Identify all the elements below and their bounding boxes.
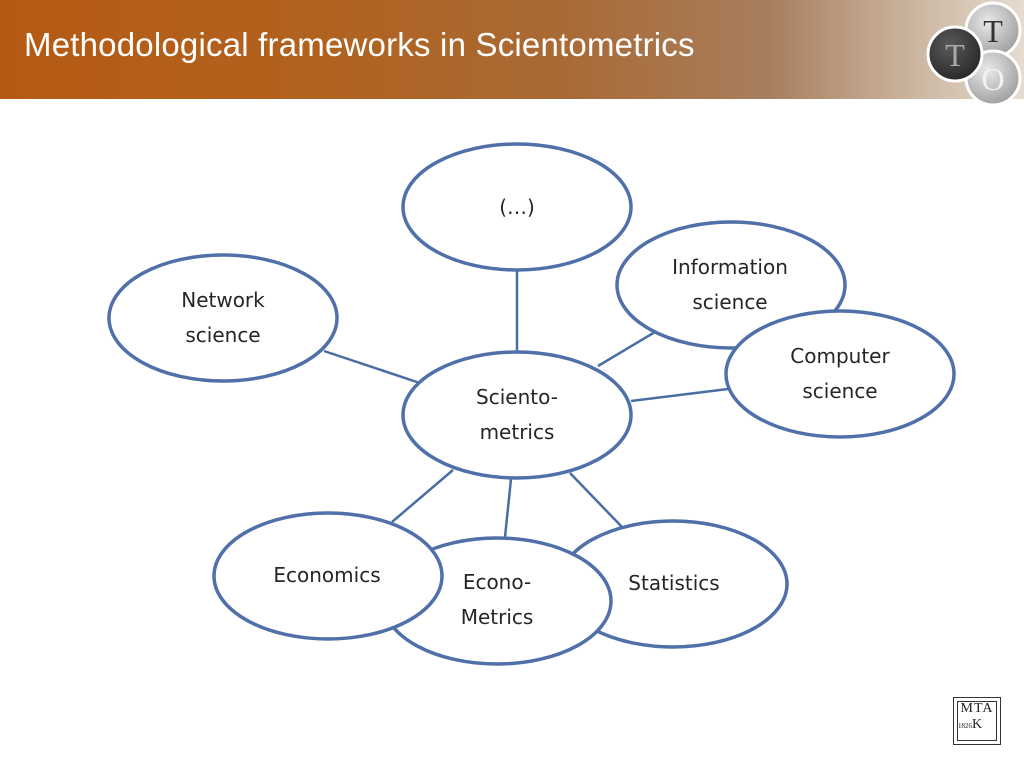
connector-statistics [569,472,623,528]
label-statistics: Statistics [628,571,720,595]
mtak-logo-year: 1826 [958,722,972,730]
label-econometrics: Econo- Metrics [460,570,534,629]
label-computer-science: Computer science [790,344,890,403]
node-ellipsis [401,142,633,272]
label-scientometrics: Sciento- metrics [476,385,558,444]
node-network-science [107,253,339,383]
mtak-logo: MTA K 1826 [953,697,1001,745]
mtak-logo-letters: MTA [960,701,994,716]
connector-computer-science [630,387,729,403]
tto-letter-t-left: T [945,37,965,73]
mtak-logo-frame [957,701,997,741]
connector-information-science [597,330,656,368]
node-computer-science [724,309,956,439]
tto-logo: T O T [926,1,1022,107]
tto-letter-o: O [981,61,1004,97]
slide-header: Methodological frameworks in Scientometr… [0,0,1024,99]
label-information-science: Information science [672,255,788,314]
tto-letter-t-top: T [983,13,1003,49]
connector-economics [391,469,454,523]
label-network-science: Network science [181,288,265,347]
node-economics [212,511,444,641]
label-ellipsis: (…) [499,195,535,219]
slide-title: Methodological frameworks in Scientometr… [24,26,695,63]
tto-circle-left: T [926,25,984,83]
node-scientometrics [401,350,633,480]
mtak-logo-k: K [972,717,983,732]
connector-econometrics [503,478,513,538]
label-economics: Economics [273,563,381,587]
connector-network-science [323,349,421,385]
